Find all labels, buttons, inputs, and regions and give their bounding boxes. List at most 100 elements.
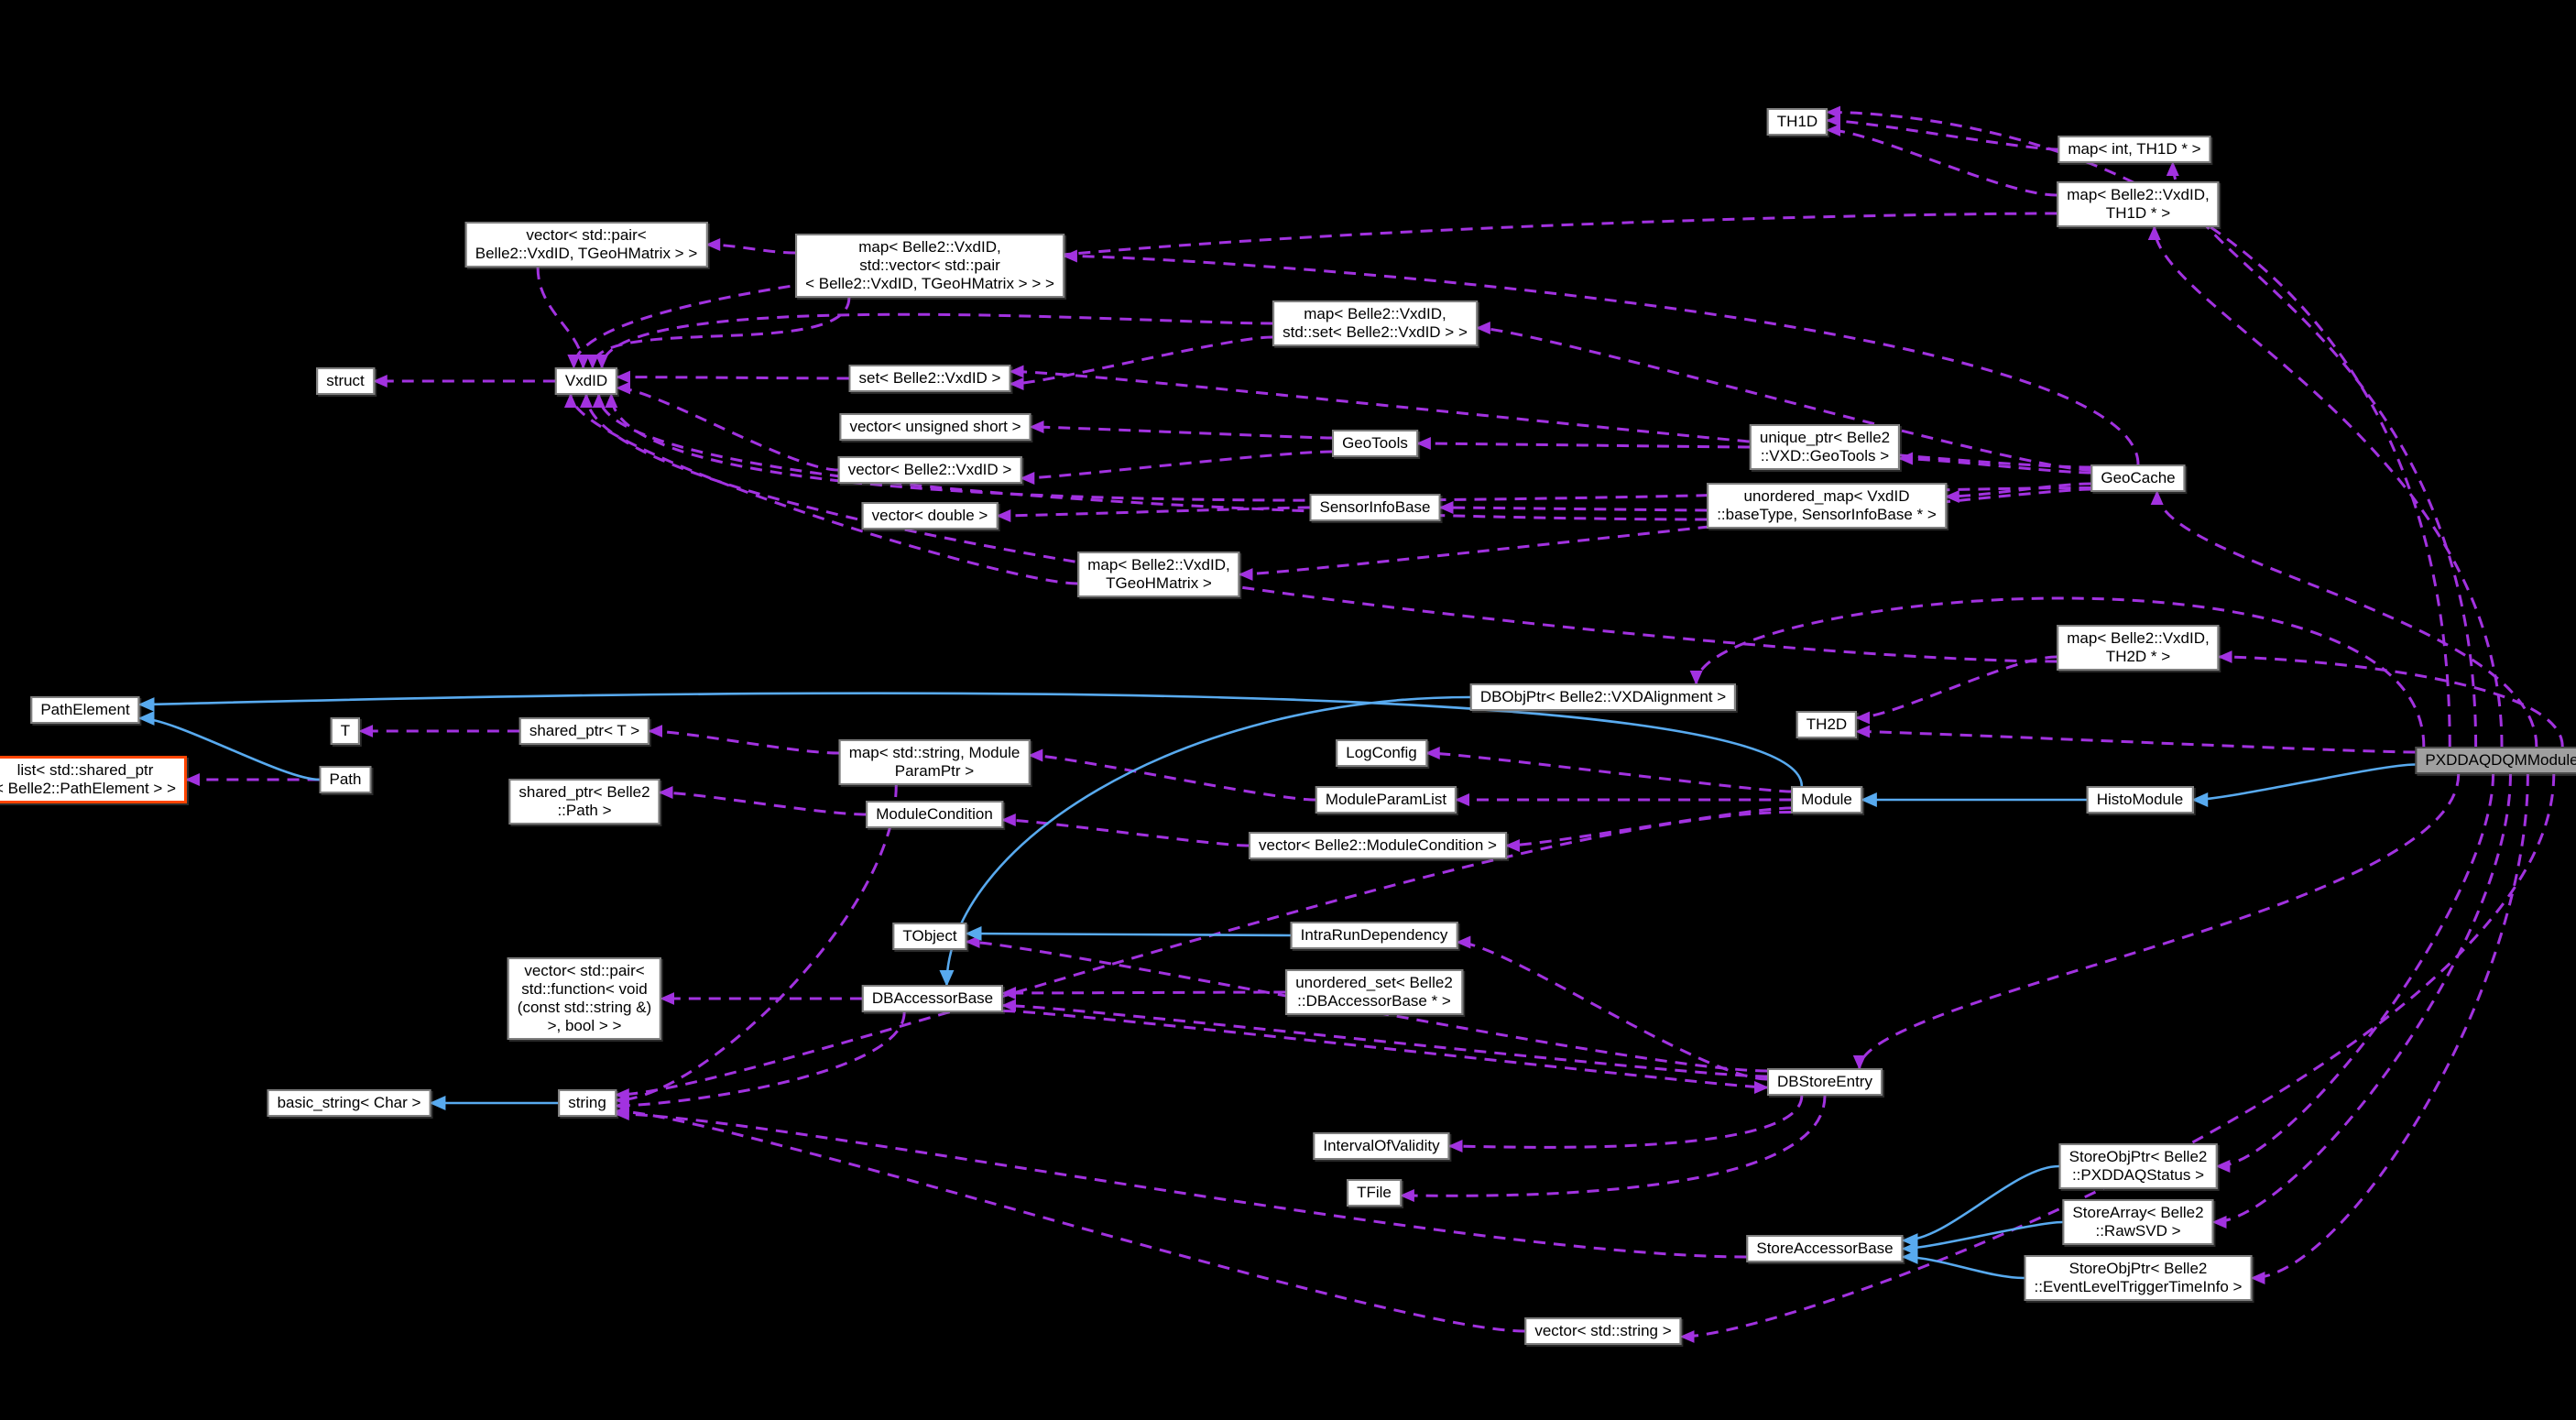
node-label-line: ::PXDDAQStatus > <box>2071 1166 2205 1184</box>
node-storeobj_daqstatus[interactable]: StoreObjPtr< Belle2::PXDDAQStatus > <box>2058 1143 2218 1189</box>
node-label-line: GeoCache <box>2101 469 2176 486</box>
node-string[interactable]: string <box>558 1089 617 1117</box>
node-vec_pair_vxdid_tgeo[interactable]: vector< std::pair<Belle2::VxdID, TGeoHMa… <box>464 222 708 268</box>
node-map_vxdid_vecpair[interactable]: map< Belle2::VxdID,std::vector< std::pai… <box>795 234 1064 298</box>
node-label-line: vector< std::string > <box>1534 1322 1672 1339</box>
node-vec_ushort[interactable]: vector< unsigned short > <box>839 413 1031 441</box>
node-label-line: map< Belle2::VxdID, <box>2067 186 2210 203</box>
edge-moduleparamlist-to-map_string_param <box>1028 748 1315 802</box>
edge-map_vxdid_vecpair-to-vxdid <box>585 297 851 369</box>
edge-pxddaqdqm-to-storearray_rawsvd <box>2211 773 2512 1229</box>
node-map_vxdid_th2d[interactable]: map< Belle2::VxdID,TH2D * > <box>2057 625 2220 671</box>
node-dbaccessorbase[interactable]: DBAccessorBase <box>861 985 1004 1012</box>
edge-vec_vxdid-to-vxdid <box>616 381 838 472</box>
node-sensorinfobase[interactable]: SensorInfoBase <box>1309 494 1441 521</box>
edge-module-to-string <box>614 811 1792 1101</box>
node-logconfig[interactable]: LogConfig <box>1336 739 1427 767</box>
node-label-line: std::function< void <box>521 980 648 998</box>
node-shared_ptr_t[interactable]: shared_ptr< T > <box>518 717 650 745</box>
node-label-line: TH1D * > <box>2105 204 2171 222</box>
node-storeobj_evttrig[interactable]: StoreObjPtr< Belle2::EventLevelTriggerTi… <box>2024 1255 2253 1301</box>
node-module[interactable]: Module <box>1791 786 1862 814</box>
edge-storeobj_daqstatus-to-storeaccessorbase <box>1901 1164 2059 1248</box>
edge-unordered_map_sensor-to-vxdid <box>592 393 1708 521</box>
node-intervalofvalidity[interactable]: IntervalOfValidity <box>1313 1132 1450 1160</box>
edge-vec_string-to-string <box>614 1105 1525 1333</box>
node-label-line: StoreAccessorBase <box>1756 1240 1894 1257</box>
node-histomodule[interactable]: HistoModule <box>2086 786 2194 814</box>
edge-pxddaqdqm-to-storeobj_evttrig <box>2250 773 2529 1284</box>
node-set_vxdid[interactable]: set< Belle2::VxdID > <box>848 365 1011 392</box>
edge-dbstoreentry-to-dbaccessorbase <box>1001 999 1768 1078</box>
edge-map_vxdid_th1d-to-th1d <box>1826 124 2058 197</box>
node-storearray_rawsvd[interactable]: StoreArray< Belle2::RawSVD > <box>2062 1199 2214 1245</box>
node-pathelement[interactable]: PathElement <box>30 696 140 724</box>
node-dbobjptr[interactable]: DBObjPtr< Belle2::VXDAlignment > <box>1469 683 1737 711</box>
node-vec_modcond[interactable]: vector< Belle2::ModuleCondition > <box>1249 832 1507 859</box>
node-t_param[interactable]: T <box>330 717 361 745</box>
node-map_vxdid_set[interactable]: map< Belle2::VxdID,std::set< Belle2::Vxd… <box>1272 300 1478 346</box>
node-label-line: map< Belle2::VxdID, <box>1304 305 1446 322</box>
node-label-line: unique_ptr< Belle2 <box>1759 429 1891 446</box>
node-label-line: TH2D * > <box>2105 648 2171 665</box>
edge-module-to-pathelement <box>137 692 1804 787</box>
node-dbstoreentry[interactable]: DBStoreEntry <box>1767 1068 1883 1096</box>
node-vxdid[interactable]: VxdID <box>554 367 618 395</box>
edge-vec_pair_vxdid_tgeo-to-vxdid <box>536 267 590 369</box>
node-geocache[interactable]: GeoCache <box>2090 464 2186 492</box>
edge-dbaccessorbase-to-string <box>614 1011 906 1112</box>
node-map_int_th1d[interactable]: map< int, TH1D * > <box>2058 136 2211 163</box>
node-list_pathelem[interactable]: list< std::shared_ptr< Belle2::PathEleme… <box>0 756 187 803</box>
edge-path-to-pathelement <box>137 711 320 781</box>
edge-unordered_map_sensor-to-sensorinfobase <box>1438 501 1708 515</box>
node-label-line: map< Belle2::VxdID, <box>858 238 1001 256</box>
node-label-line: (const std::string &) <box>517 999 652 1016</box>
edge-map_vxdid_th2d-to-th2d <box>1855 655 2058 725</box>
node-pxddaqdqm[interactable]: PXDDAQDQMModule <box>2415 747 2576 774</box>
edge-geocache-to-map_vxdid_vecpair <box>1062 249 2140 465</box>
node-label-line: map< Belle2::VxdID, <box>1087 556 1230 573</box>
node-label-line: Path <box>329 770 362 788</box>
edge-map_vxdid_th1d-to-vxdid <box>567 212 2058 369</box>
node-geotools[interactable]: GeoTools <box>1332 430 1418 457</box>
node-th1d[interactable]: TH1D <box>1766 108 1828 136</box>
node-uniqueptr_geotools[interactable]: unique_ptr< Belle2::VXD::GeoTools > <box>1749 424 1901 470</box>
node-vec_vxdid[interactable]: vector< Belle2::VxdID > <box>837 456 1022 484</box>
edge-map_vxdid_set-to-set_vxdid <box>1009 335 1273 390</box>
node-storeaccessorbase[interactable]: StoreAccessorBase <box>1746 1235 1904 1262</box>
node-tfile[interactable]: TFile <box>1347 1179 1402 1207</box>
node-label-line: vector< Belle2::ModuleCondition > <box>1259 836 1497 854</box>
edge-dbstoreentry-to-intrarundep <box>1456 935 1768 1081</box>
node-vec_string[interactable]: vector< std::string > <box>1524 1317 1682 1345</box>
node-tobject[interactable]: TObject <box>892 923 967 950</box>
node-vec_pair_func[interactable]: vector< std::pair<std::function< void(co… <box>507 957 662 1040</box>
node-label-line: ModuleParamList <box>1325 791 1447 808</box>
node-vec_double[interactable]: vector< double > <box>861 502 999 530</box>
node-map_vxdid_tgeo[interactable]: map< Belle2::VxdID,TGeoHMatrix > <box>1077 552 1240 597</box>
node-basic_string[interactable]: basic_string< Char > <box>267 1089 431 1117</box>
node-map_vxdid_th1d[interactable]: map< Belle2::VxdID,TH1D * > <box>2057 181 2220 227</box>
node-label-line: unordered_set< Belle2 <box>1295 974 1453 991</box>
node-label-line: ::DBAccessorBase * > <box>1297 992 1451 1010</box>
edge-geocache-to-map_vxdid_tgeo <box>1238 487 2091 581</box>
node-unordered_set_dbacc[interactable]: unordered_set< Belle2::DBAccessorBase * … <box>1285 969 1463 1015</box>
node-label-line: basic_string< Char > <box>277 1094 421 1111</box>
node-label-line: set< Belle2::VxdID > <box>858 369 1001 387</box>
node-shared_ptr_path[interactable]: shared_ptr< Belle2::Path > <box>508 779 660 825</box>
node-unordered_map_sensor[interactable]: unordered_map< VxdID::baseType, SensorIn… <box>1707 483 1947 529</box>
edge-pxddaqdqm-to-map_vxdid_th2d <box>2217 650 2564 748</box>
edge-uniqueptr_geotools-to-geotools <box>1415 437 1750 451</box>
node-moduleparamlist[interactable]: ModuleParamList <box>1315 786 1457 814</box>
node-label-line: map< std::string, Module <box>848 744 1021 761</box>
node-struct_[interactable]: struct <box>316 367 375 395</box>
edge-dbstoreentry-to-intervalofvalidity <box>1447 1095 1804 1153</box>
node-label-line: vector< std::pair< <box>524 962 645 979</box>
node-modulecondition[interactable]: ModuleCondition <box>866 801 1003 828</box>
node-th2d[interactable]: TH2D <box>1796 711 1858 738</box>
edge-dbstoreentry-to-tfile <box>1399 1095 1827 1203</box>
node-intrarundep[interactable]: IntraRunDependency <box>1290 922 1458 949</box>
node-path[interactable]: Path <box>319 766 372 793</box>
